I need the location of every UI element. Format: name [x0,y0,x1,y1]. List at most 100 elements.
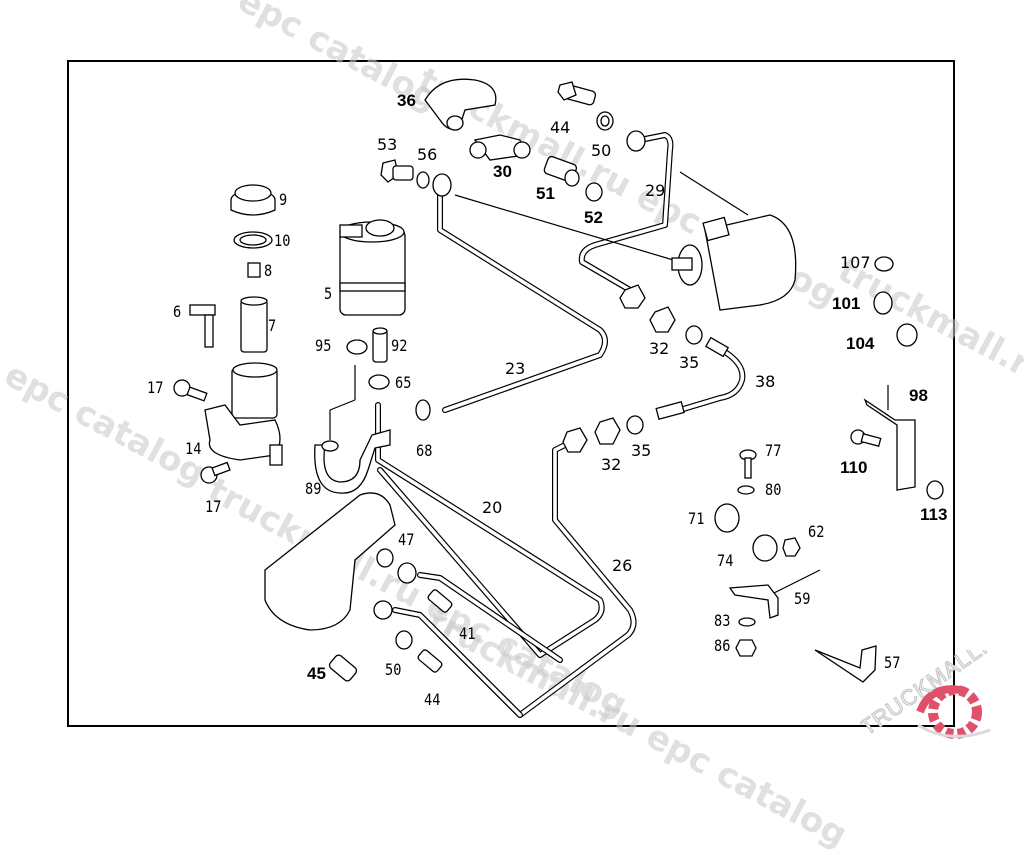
nut-113 [926,480,944,500]
hose-92 [372,327,388,363]
label-83[interactable]: 83 [714,611,731,630]
label-53[interactable]: 53 [377,135,398,154]
bolt-110 [850,429,882,447]
clamp-68 [415,399,431,421]
nut-32-top [649,306,676,333]
label-113[interactable]: 113 [920,505,948,524]
label-68[interactable]: 68 [416,441,433,460]
washer-47 [376,548,394,568]
label-10[interactable]: 10 [274,231,291,250]
label-9[interactable]: 9 [279,190,288,209]
clip-74 [752,534,778,562]
clamp-95 [346,339,368,355]
bolt-17-bottom [200,461,231,484]
label-17-bottom[interactable]: 17 [205,497,222,516]
label-32-top[interactable]: 32 [649,339,670,358]
label-7[interactable]: 7 [268,316,277,335]
hose-89 [314,429,391,494]
banjo-20-end [397,562,417,584]
label-44-bottom[interactable]: 44 [424,690,441,709]
label-45[interactable]: 45 [307,664,326,683]
reservoir-holder [231,362,278,419]
label-35-bottom[interactable]: 35 [631,441,652,460]
parts-diagram [173,78,944,718]
washer-52 [585,182,603,202]
label-52[interactable]: 52 [584,208,603,227]
label-110[interactable]: 110 [840,458,868,477]
label-98[interactable]: 98 [909,386,928,405]
pipe-23 [437,187,608,413]
label-51[interactable]: 51 [536,184,555,203]
label-77[interactable]: 77 [765,441,782,460]
label-95[interactable]: 95 [315,336,332,355]
hose-38-fitting-top [704,336,730,358]
label-41[interactable]: 41 [459,624,476,643]
valve-8 [247,262,261,278]
banjo-bolt-44-top [557,81,597,106]
label-47[interactable]: 47 [398,530,415,549]
nut-32-bottom [594,417,621,445]
label-56[interactable]: 56 [417,145,438,164]
filter-7 [240,296,268,353]
olive-35-bottom [626,415,644,435]
label-86[interactable]: 86 [714,636,731,655]
nut-86 [735,639,757,657]
clamp-65 [368,374,390,390]
label-32-bottom[interactable]: 32 [601,455,622,474]
label-29[interactable]: 29 [645,181,666,200]
seal-10 [233,231,273,249]
steering-gear [264,492,396,631]
clip-71 [714,503,740,533]
washer-50-top-hole [600,115,610,127]
bolt-17-top [173,379,208,402]
screw-77 [739,449,757,479]
gear-icon [916,685,991,739]
olive-35-top [685,325,703,345]
label-30[interactable]: 30 [493,162,512,181]
label-80[interactable]: 80 [765,480,782,499]
fitting-51 [543,155,580,187]
leader-lines [329,171,821,596]
reservoir-5 [339,219,406,316]
label-89[interactable]: 89 [305,479,322,498]
washer-80 [737,485,755,495]
label-57[interactable]: 57 [884,653,901,672]
label-71[interactable]: 71 [688,509,705,528]
banjo-29-end [626,130,646,152]
label-65[interactable]: 65 [395,373,412,392]
label-74[interactable]: 74 [717,551,734,570]
fitting-30 [469,134,531,161]
label-6[interactable]: 6 [173,302,182,321]
label-44-top[interactable]: 44 [550,118,571,137]
clamp-14 [204,404,283,466]
label-59[interactable]: 59 [794,589,811,608]
label-38[interactable]: 38 [755,372,776,391]
label-107[interactable]: 107 [840,253,871,272]
label-26[interactable]: 26 [612,556,633,575]
label-14[interactable]: 14 [185,439,202,458]
banjo-bolt-53 [380,159,414,183]
truckmallparts-logo: TRUCKMALLPARTS [860,650,1024,741]
clip-101 [873,291,893,315]
bracket-59 [728,584,779,619]
hose-6 [189,304,216,348]
label-50-bottom[interactable]: 50 [385,660,402,679]
label-50-top[interactable]: 50 [591,141,612,160]
label-5[interactable]: 5 [324,284,333,303]
label-92[interactable]: 92 [391,336,408,355]
label-62[interactable]: 62 [808,522,825,541]
pipe-26 [437,437,637,718]
banjo-23-end [432,173,452,197]
label-17-top[interactable]: 17 [147,378,164,397]
label-8[interactable]: 8 [264,261,273,280]
banjo-bolt-44-bottom [417,649,443,673]
label-36[interactable]: 36 [397,91,416,110]
label-35-top[interactable]: 35 [679,353,700,372]
pipe-41 [417,572,563,663]
power-steering-pump [671,214,797,311]
label-20[interactable]: 20 [482,498,503,517]
label-101[interactable]: 101 [832,294,861,313]
label-23[interactable]: 23 [505,359,526,378]
cap-107 [874,256,894,272]
label-104[interactable]: 104 [846,334,875,353]
